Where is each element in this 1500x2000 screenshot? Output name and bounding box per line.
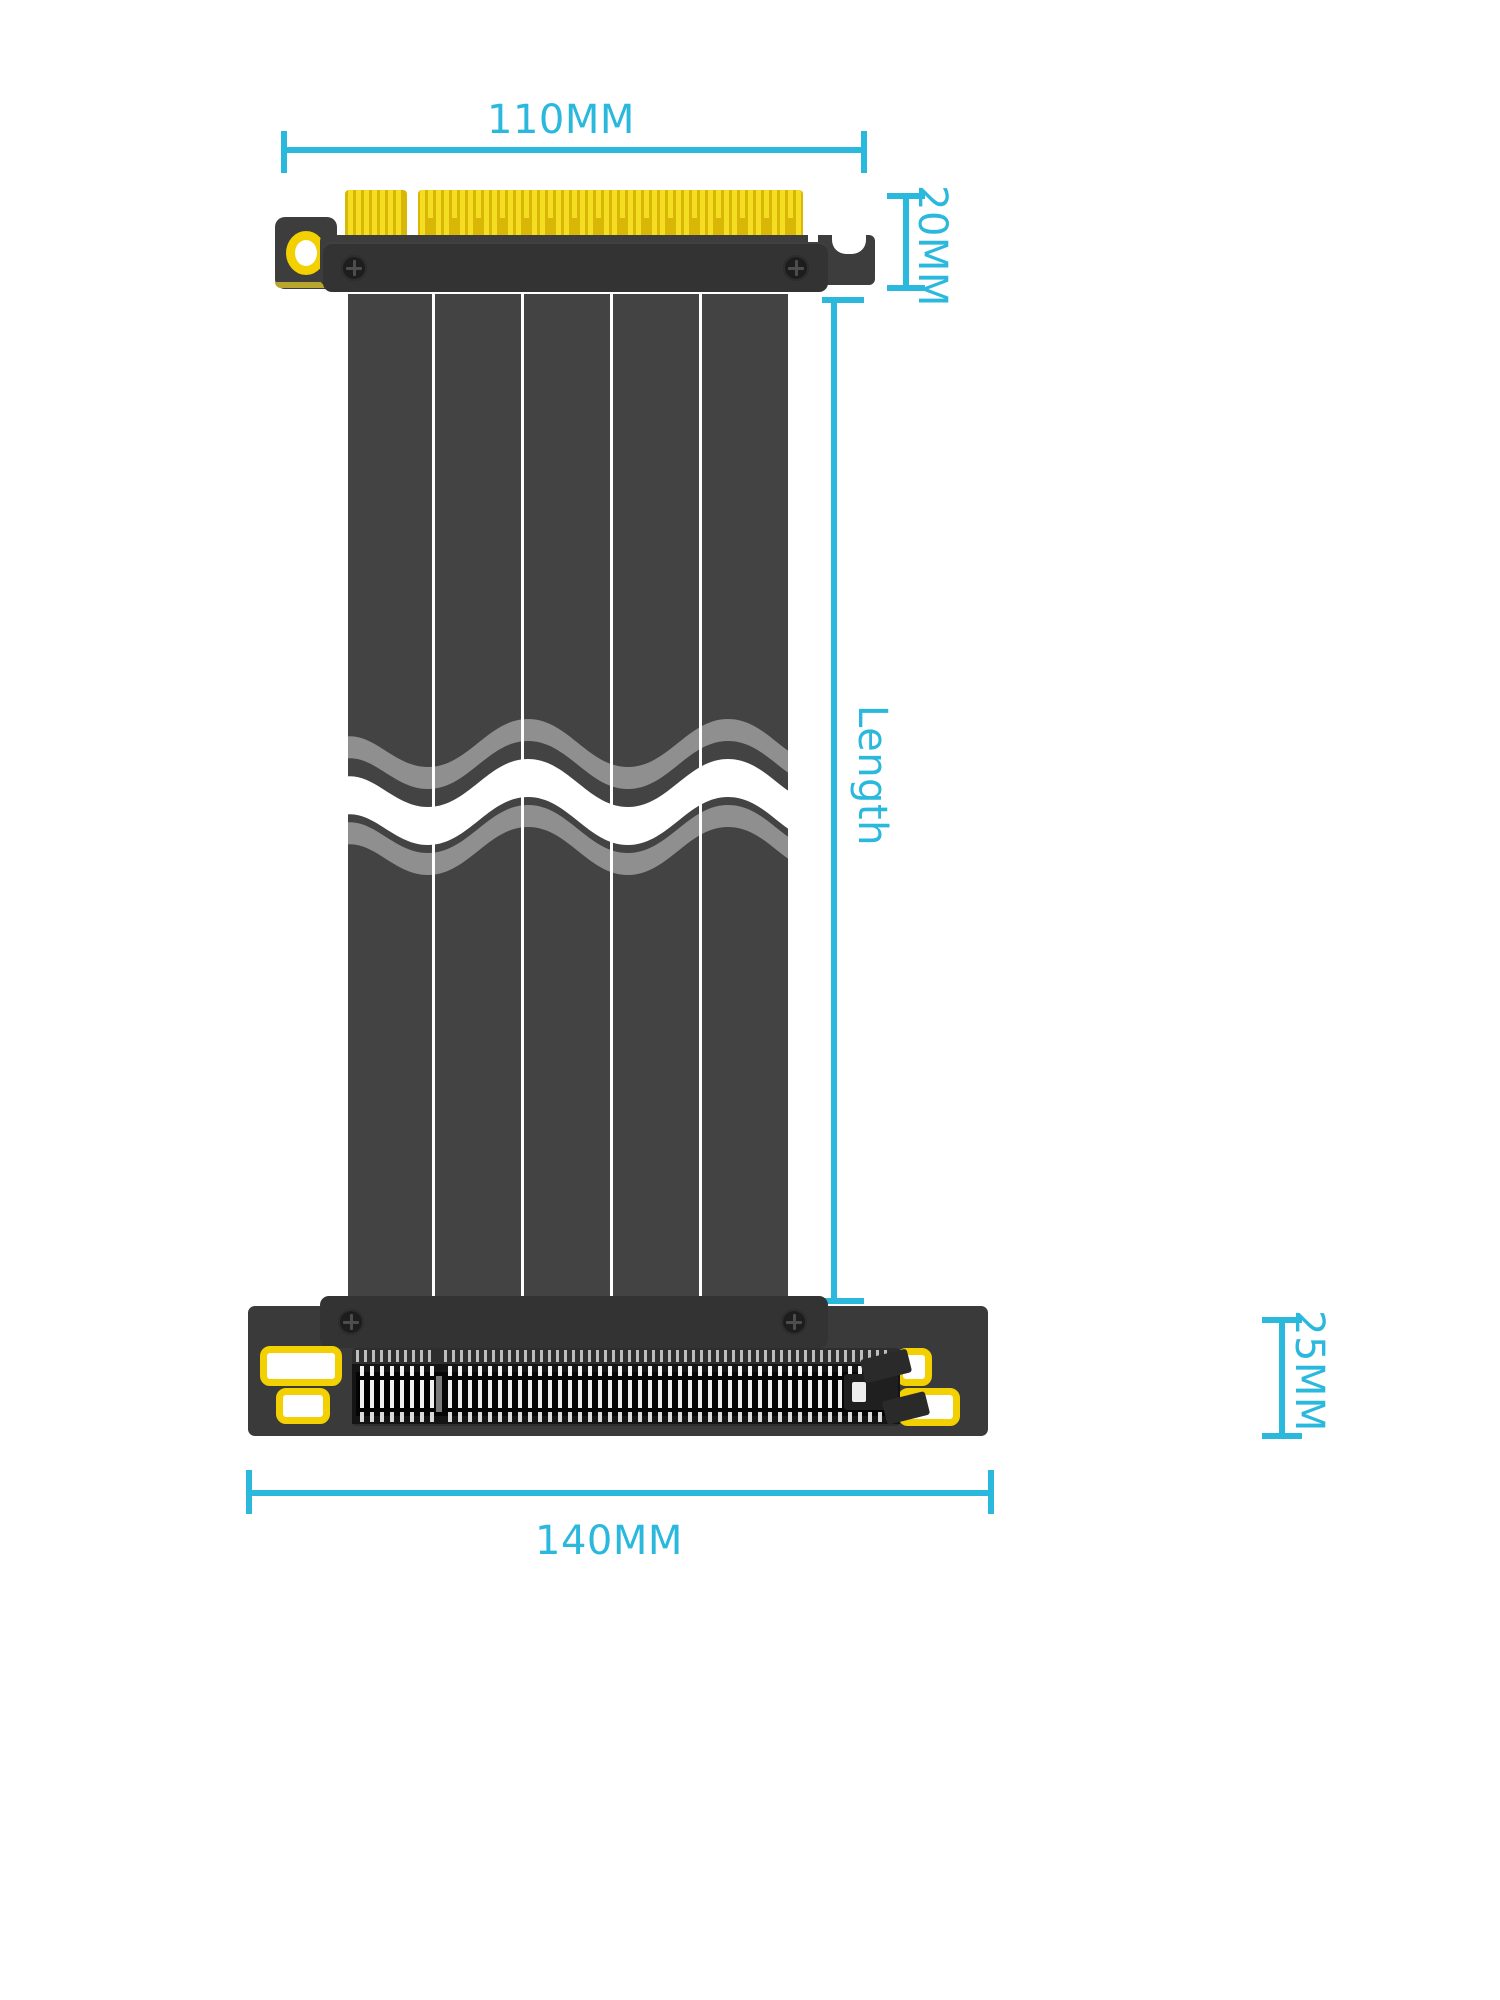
pcie-slot-contacts-icon [352,1364,900,1424]
top-connector-clamp-bar [323,242,828,292]
gold-finger-pad-long [418,190,803,242]
dimension-label-20mm: 20MM [909,185,955,307]
dimension-label-25mm: 25MM [1286,1310,1332,1432]
screw-top-right-icon [783,255,809,281]
right-edge-notch [832,228,866,254]
right-edge-gap [808,226,818,242]
bottom-connector-clamp-bar [320,1296,828,1348]
slot-top-pin-row-icon [356,1350,887,1362]
mount-pad-left-lower [276,1388,330,1424]
dimension-label-length: Length [849,705,895,846]
bottom-pcie-female-connector [248,1296,988,1436]
screw-bottom-left-icon [338,1309,364,1335]
gold-finger-pad-short [345,190,407,242]
dimension-label-110mm: 110MM [487,97,635,143]
dimension-label-140mm: 140MM [535,1518,683,1564]
gold-finger-key-notch [407,190,418,250]
ribbon-cable [348,294,788,1304]
mount-pad-left-upper [260,1346,342,1386]
top-pcie-male-connector [275,190,875,295]
retention-latch-hinge [852,1382,866,1402]
mount-tab-left-gold-edge [275,282,337,288]
screw-top-left-icon [341,255,367,281]
ribbon-wave-highlight-icon [348,719,788,875]
screw-bottom-right-icon [781,1309,807,1335]
